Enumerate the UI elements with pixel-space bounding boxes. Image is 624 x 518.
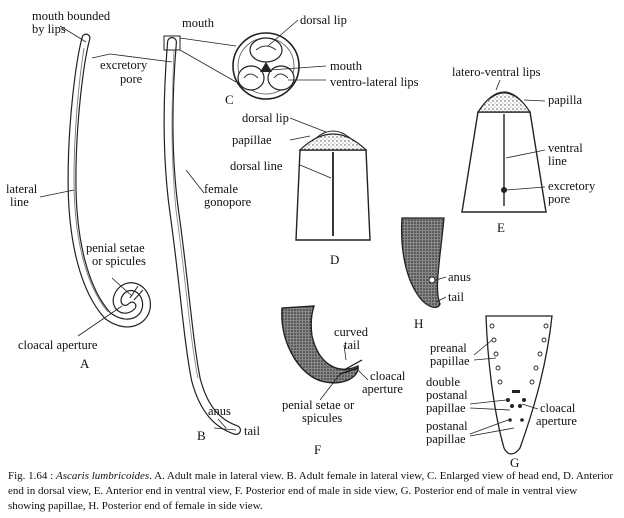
label-mouth-bounded: mouth bounded <box>32 9 111 23</box>
head-end-drawing <box>233 33 299 99</box>
label-anus-h: anus <box>448 270 471 284</box>
panel-letter-e: E <box>497 220 505 235</box>
label-dorsal-line: dorsal line <box>230 159 283 173</box>
label-female-gonopore-2: gonopore <box>204 195 252 209</box>
label-postanal-papillae-2: papillae <box>426 432 466 446</box>
label-cloacal-aperture-a: cloacal aperture <box>18 338 98 352</box>
female-posterior-drawing <box>402 218 444 307</box>
male-posterior-ventral-drawing <box>486 316 552 454</box>
label-dorsal-lip-d: dorsal lip <box>242 111 289 125</box>
label-preanal-papillae-2: papillae <box>430 354 470 368</box>
label-female-gonopore: female <box>204 182 238 196</box>
label-excretory-pore-e-2: pore <box>548 192 571 206</box>
label-lateral-line-2: line <box>10 195 29 209</box>
label-double-postanal-3: papillae <box>426 401 466 415</box>
label-latero-ventral-lips: latero-ventral lips <box>452 65 541 79</box>
label-cloacal-aperture-f: cloacal <box>370 369 406 383</box>
label-curved-tail-2: tail <box>344 338 360 352</box>
panel-letter-b: B <box>197 428 206 443</box>
label-papilla-e: papilla <box>548 93 582 107</box>
label-tail-b: tail <box>244 424 260 438</box>
caption-prefix: Fig. 1.64 : <box>8 470 56 482</box>
label-excretory-pore-2: pore <box>120 72 143 86</box>
label-excretory-pore: excretory <box>100 58 148 72</box>
panel-letter-f: F <box>314 442 321 457</box>
label-cloacal-aperture-g-2: aperture <box>536 414 577 428</box>
label-penial-setae: penial setae <box>86 241 145 255</box>
label-penial-setae-f: penial setae or <box>282 398 355 412</box>
label-ventral-line-2: line <box>548 154 567 168</box>
label-mouth-c: mouth <box>330 59 363 73</box>
anterior-dorsal-drawing <box>296 131 370 240</box>
label-double-postanal: double <box>426 375 460 389</box>
label-dorsal-lip-c: dorsal lip <box>300 13 347 27</box>
label-curved-tail: curved <box>334 325 369 339</box>
label-mouth: mouth <box>182 16 215 30</box>
label-cloacal-aperture-f-2: aperture <box>362 382 403 396</box>
label-anus-b: anus <box>208 404 231 418</box>
label-preanal-papillae: preanal <box>430 341 467 355</box>
label-penial-setae-f-2: spicules <box>302 411 342 425</box>
label-ventral-line: ventral <box>548 141 583 155</box>
caption-species: Ascaris lumbricoides <box>56 470 149 482</box>
figure-caption: Fig. 1.64 : Ascaris lumbricoides. A. Adu… <box>8 469 616 514</box>
panel-letter-a: A <box>80 356 90 371</box>
label-cloacal-aperture-g: cloacal <box>540 401 576 415</box>
panel-letter-h: H <box>414 316 423 331</box>
label-excretory-pore-e: excretory <box>548 179 596 193</box>
panel-letter-c: C <box>225 92 234 107</box>
label-papillae-d: papillae <box>232 133 272 147</box>
label-double-postanal-2: postanal <box>426 388 468 402</box>
panel-letter-d: D <box>330 252 339 267</box>
label-ventro-lateral-lips: ventro-lateral lips <box>330 75 419 89</box>
label-tail-h: tail <box>448 290 464 304</box>
label-lateral-line: lateral <box>6 182 38 196</box>
label-mouth-bounded-2: by lips <box>32 22 66 36</box>
panel-letter-g: G <box>510 455 519 470</box>
label-postanal-papillae: postanal <box>426 419 468 433</box>
label-penial-setae-2: or spicules <box>92 254 146 268</box>
